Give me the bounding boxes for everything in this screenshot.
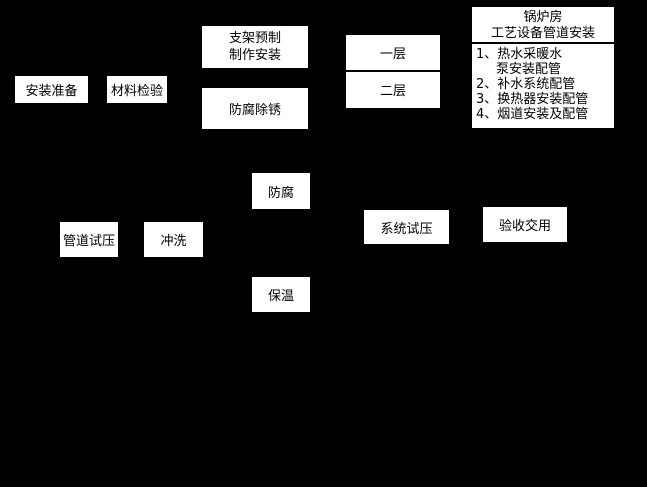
boiler-list-item-3: 3、换热器安装配管 <box>476 92 589 107</box>
boiler-list-item-4: 4、烟道安装及配管 <box>476 107 589 122</box>
node-floor-first: 一层 <box>346 35 440 72</box>
node-install-prep: 安装准备 <box>15 76 88 103</box>
node-insulation-label: 保温 <box>267 289 294 304</box>
node-pipe-pressure-test: 管道试压 <box>60 222 118 257</box>
node-material-inspection-label: 材料检验 <box>110 84 163 99</box>
node-boiler-room-title-line2: 工艺设备管道安装 <box>490 26 595 41</box>
node-boiler-room-title-line1: 锅炉房 <box>523 10 563 25</box>
node-floor-second-label: 二层 <box>379 84 406 99</box>
node-anticorrosion: 防腐 <box>252 173 310 209</box>
node-boiler-room: 锅炉房 工艺设备管道安装 1、热水采暖水 泵安装配管 2、补水系统配管 3、换热… <box>472 7 614 128</box>
node-bracket-prefab-line2: 制作安装 <box>228 48 281 63</box>
node-system-pressure-test: 系统试压 <box>364 210 449 244</box>
node-acceptance-label: 验收交用 <box>498 219 551 234</box>
node-system-pressure-test-label: 系统试压 <box>380 221 433 237</box>
node-install-prep-label: 安装准备 <box>25 84 78 99</box>
node-anticorrosion-label: 防腐 <box>267 185 294 201</box>
node-bracket-prefab-line1: 支架预制 <box>228 31 281 46</box>
node-floor-second: 二层 <box>346 72 440 107</box>
node-bracket-prefab: 支架预制 制作安装 <box>202 26 308 68</box>
node-boiler-room-title: 锅炉房 工艺设备管道安装 <box>472 7 614 44</box>
node-boiler-room-list: 1、热水采暖水 泵安装配管 2、补水系统配管 3、换热器安装配管 4、烟道安装及… <box>472 44 614 122</box>
node-floors: 一层 二层 <box>346 35 440 108</box>
boiler-list-item-1: 1、热水采暖水 <box>476 47 563 62</box>
node-insulation: 保温 <box>252 277 310 312</box>
boiler-list-item-2: 2、补水系统配管 <box>476 77 576 92</box>
node-flushing: 冲洗 <box>144 222 203 257</box>
node-derust-label: 防腐除锈 <box>228 103 281 118</box>
node-derust: 防腐除锈 <box>202 88 308 129</box>
node-material-inspection: 材料检验 <box>107 76 167 103</box>
node-floor-first-label: 一层 <box>379 47 406 62</box>
node-flushing-label: 冲洗 <box>160 234 187 249</box>
node-acceptance: 验收交用 <box>483 207 567 242</box>
boiler-list-item-1-cont: 泵安装配管 <box>496 62 562 77</box>
node-pipe-pressure-test-label: 管道试压 <box>62 234 115 249</box>
